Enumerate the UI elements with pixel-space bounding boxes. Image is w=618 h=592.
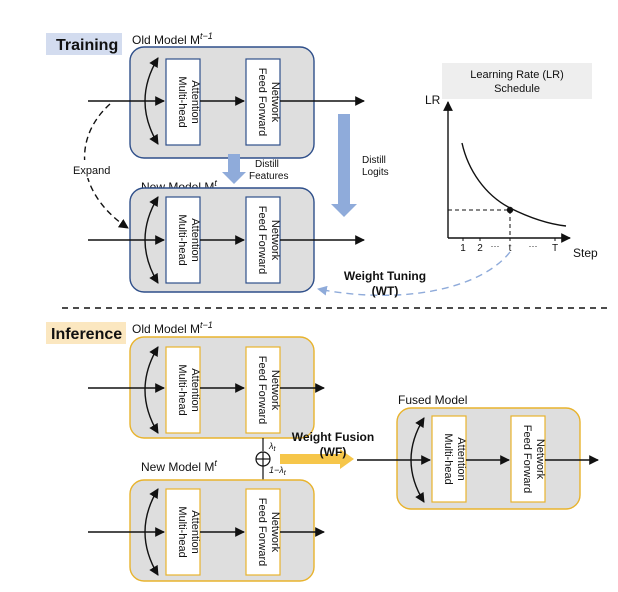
inf-new-ffn-l1: Feed Forward — [256, 498, 268, 566]
lr-title-bg — [442, 63, 592, 99]
fused-attention-box — [431, 415, 467, 503]
lr-point — [506, 206, 514, 214]
lr-tick-5: T — [552, 243, 558, 254]
lr-ylabel: LR — [425, 93, 441, 107]
lambda-top: λt — [268, 441, 276, 453]
weight-tuning-l2: (WT) — [372, 284, 399, 298]
inf-new-attention-l1: Multi-head — [176, 506, 188, 557]
lr-tick-1: 2 — [477, 243, 483, 254]
lr-xlabel: Step — [573, 246, 598, 260]
lr-tick-2: ··· — [491, 241, 500, 251]
inf-old-ffn-l1: Feed Forward — [256, 356, 268, 424]
weight-fusion-l1: Weight Fusion — [292, 430, 374, 444]
lr-tick-3: t — [509, 243, 512, 254]
fused-ffn-box — [510, 415, 546, 503]
train-old-ffn-box — [245, 58, 281, 146]
train-new-attention-l2: Attention — [189, 218, 201, 261]
inf-new-attention-box — [165, 488, 201, 576]
fused-model-label: Fused Model — [398, 393, 467, 407]
fused-ffn-l1: Feed Forward — [521, 425, 533, 493]
inf-old-ffn-box — [245, 346, 281, 434]
fused-attention-l2: Attention — [455, 437, 467, 480]
inf-new-ffn-box — [245, 488, 281, 576]
inf-new-model-label: New Model Mt — [141, 458, 217, 474]
inf-old-ffn-l2: Network — [269, 370, 281, 411]
inference-tag: Inference — [51, 326, 122, 343]
train-new-attention-l1: Multi-head — [176, 214, 188, 265]
weight-fusion-l2: (WF) — [320, 445, 347, 459]
expand-label: Expand — [73, 165, 110, 177]
weight-tuning-l1: Weight Tuning — [344, 269, 426, 283]
train-new-attention-box — [165, 196, 201, 284]
fused-ffn-l2: Network — [534, 439, 546, 480]
inf-old-attention-l2: Attention — [189, 368, 201, 411]
train-old-model-label: Old Model Mt−1 — [132, 31, 213, 47]
distill-features-arrow — [222, 154, 246, 184]
train-old-model-block: Multi-head Attention Feed Forward Networ… — [129, 46, 315, 159]
distill-logits-l1: Distill — [362, 155, 386, 166]
inf-old-attention-box — [165, 346, 201, 434]
train-old-ffn-l1: Feed Forward — [256, 68, 268, 136]
training-tag: Training — [56, 37, 118, 54]
fused-attention-l1: Multi-head — [442, 433, 454, 484]
lr-tick-4: ··· — [529, 241, 538, 251]
distill-features-l2: Features — [249, 171, 288, 182]
train-new-ffn-l2: Network — [269, 220, 281, 261]
train-new-ffn-box — [245, 196, 281, 284]
lr-curve — [461, 142, 567, 227]
train-old-attention-box — [165, 58, 201, 146]
train-new-ffn-l1: Feed Forward — [256, 206, 268, 274]
training-tag-bg — [46, 33, 122, 55]
inf-new-ffn-l2: Network — [269, 512, 281, 553]
lr-tick-0: 1 — [460, 243, 466, 254]
lambda-bottom: 1−λt — [269, 465, 287, 477]
inf-new-model-block: Multi-head Attention Feed Forward Networ… — [129, 479, 315, 582]
lr-title-l2: Schedule — [494, 83, 540, 95]
inf-new-attention-l2: Attention — [189, 510, 201, 553]
inference-tag-bg — [46, 322, 126, 344]
train-old-attention-l1: Multi-head — [176, 76, 188, 127]
fused-model-block: Multi-head Attention Feed Forward Networ… — [396, 407, 581, 510]
train-old-attention-l2: Attention — [189, 80, 201, 123]
weight-tuning-arrow — [317, 251, 511, 297]
lr-title-l1: Learning Rate (LR) — [470, 69, 564, 81]
inf-old-attention-l1: Multi-head — [176, 364, 188, 415]
distill-logits-arrow — [331, 114, 357, 217]
train-old-ffn-l2: Network — [269, 82, 281, 123]
weight-fusion-arrow — [280, 449, 354, 469]
distill-features-l1: Distill — [255, 159, 279, 170]
inf-old-model-label: Old Model Mt−1 — [132, 320, 213, 336]
distill-logits-l2: Logits — [362, 167, 389, 178]
